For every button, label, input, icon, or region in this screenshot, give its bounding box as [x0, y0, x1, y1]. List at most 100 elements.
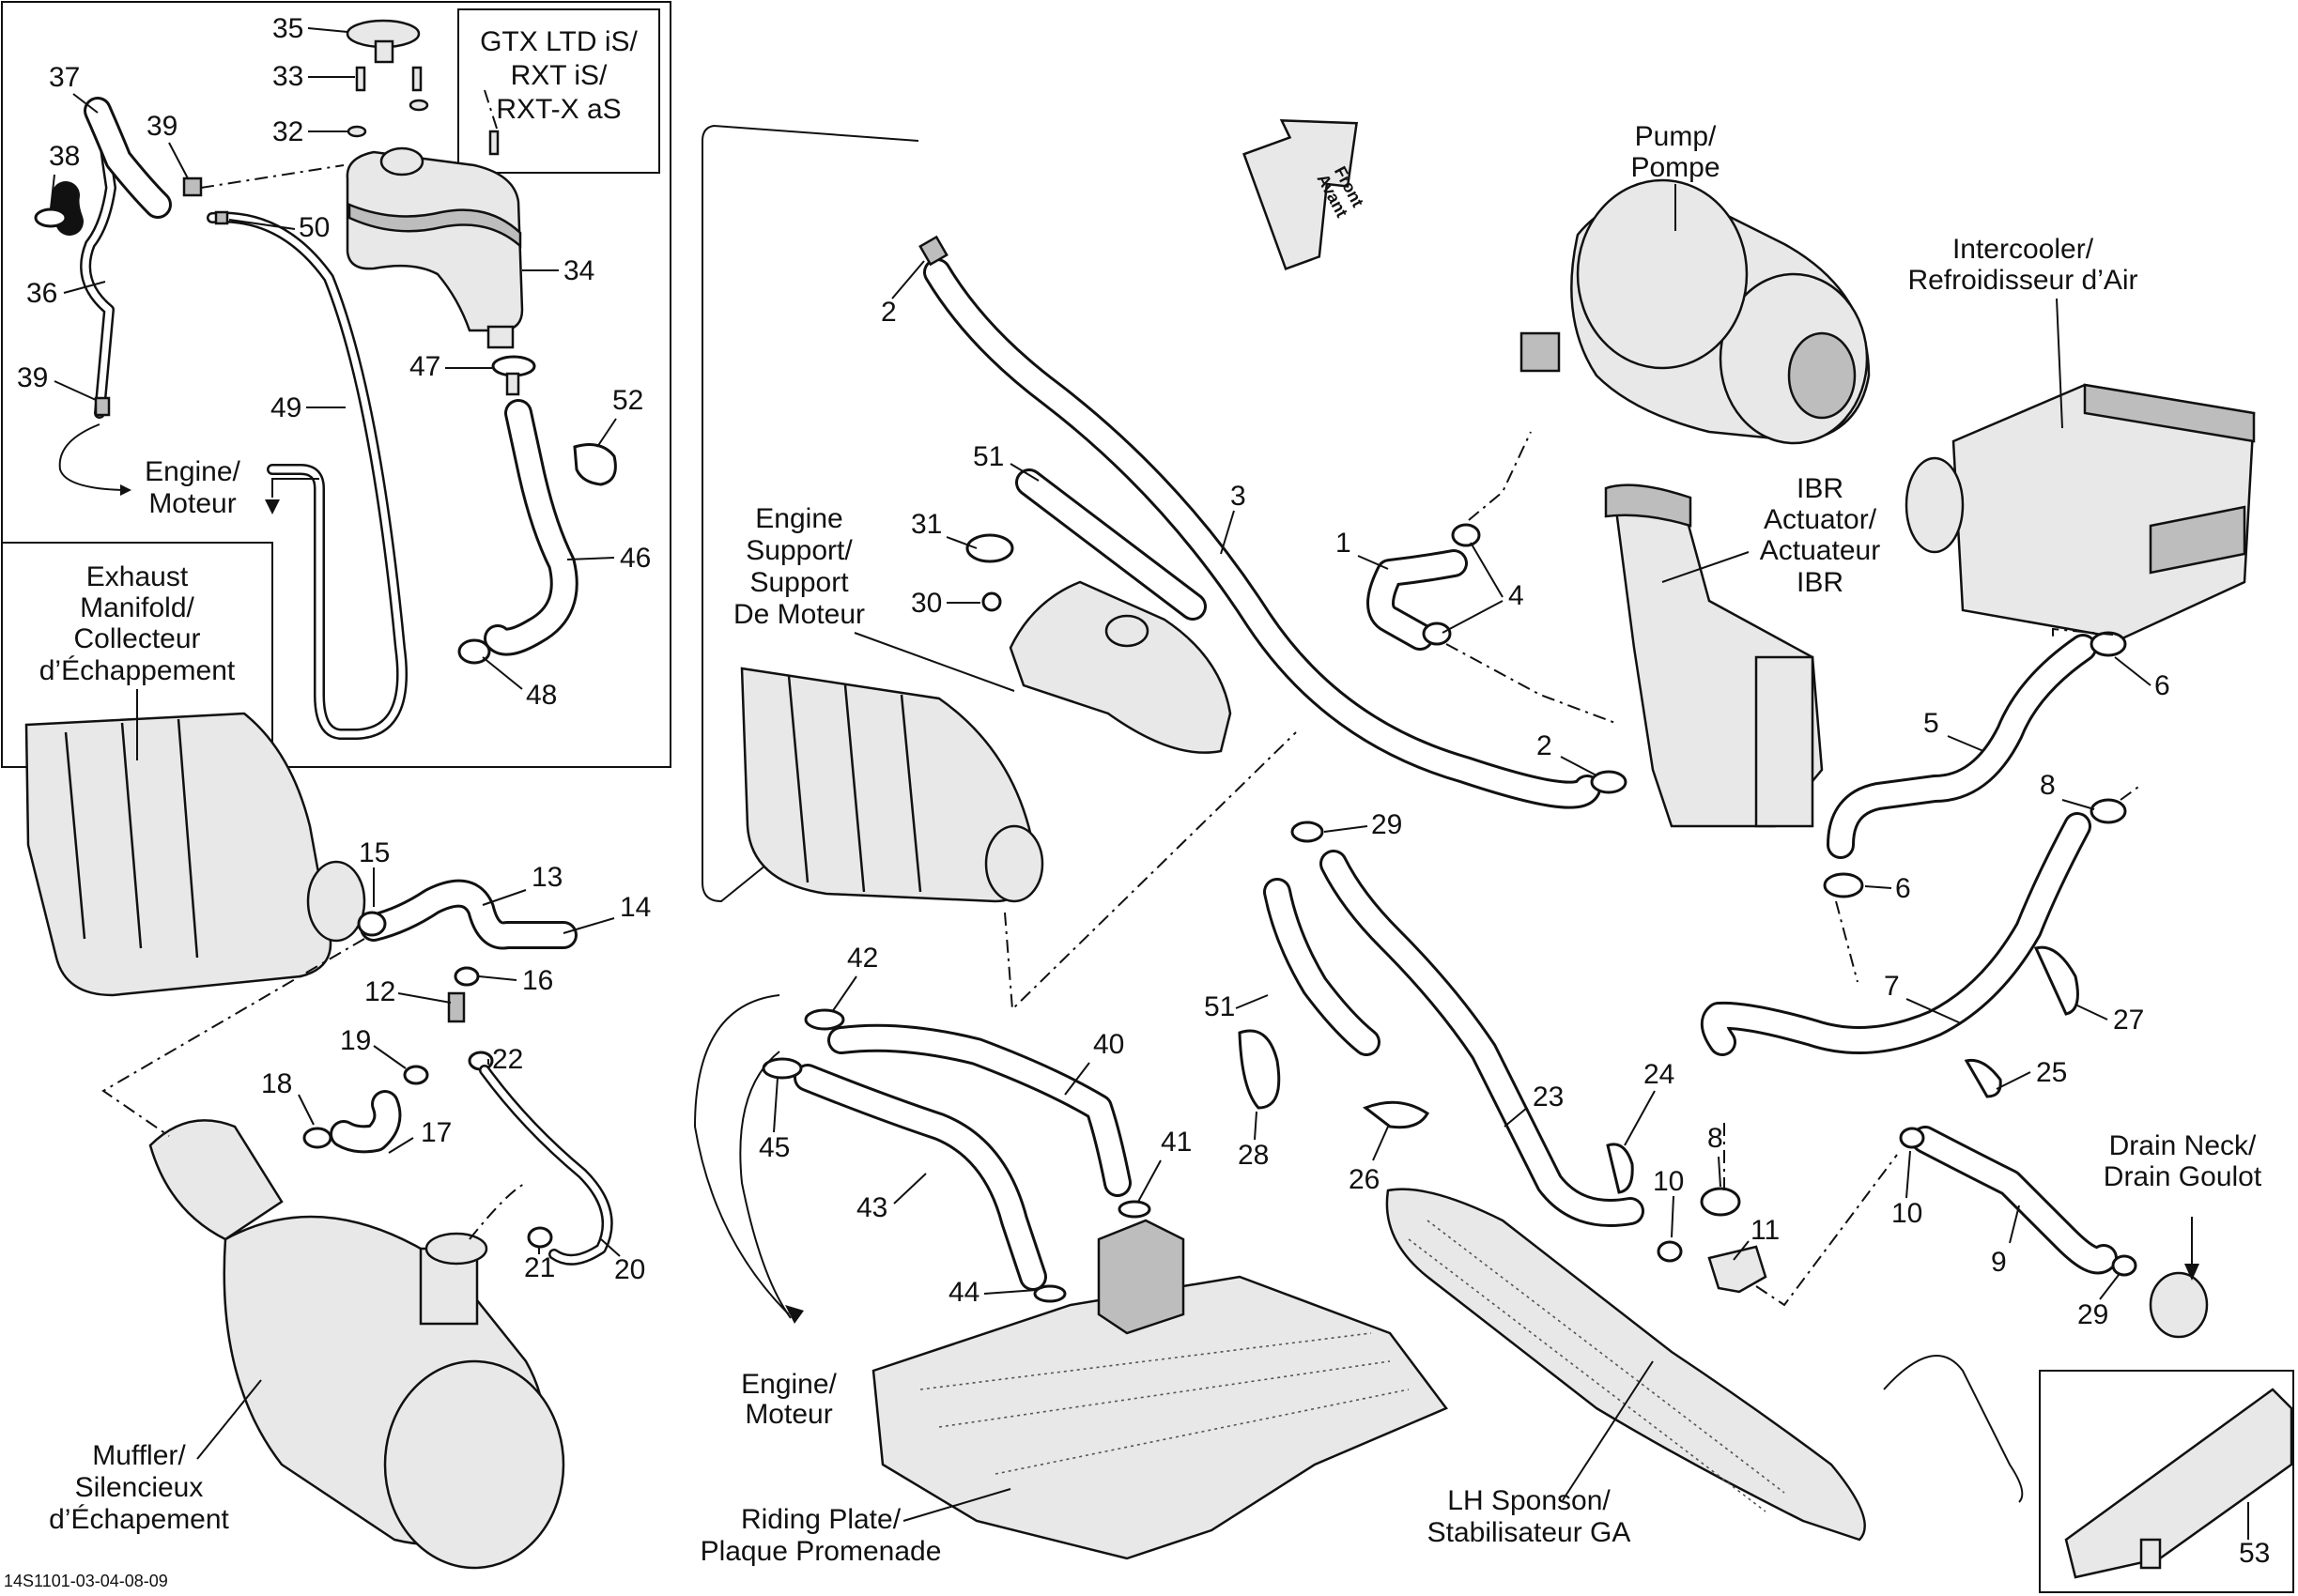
svg-text:Moteur: Moteur	[745, 1399, 832, 1430]
svg-text:Drain Goulot: Drain Goulot	[2104, 1161, 2262, 1192]
caption-engine-a: Engine/ Moteur	[145, 456, 240, 519]
callout-36: 36	[26, 278, 57, 309]
svg-text:Engine/: Engine/	[741, 1369, 837, 1400]
intercooler	[1905, 383, 2256, 640]
svg-text:Silencieux: Silencieux	[75, 1472, 204, 1503]
callout-43: 43	[856, 1192, 887, 1223]
svg-text:De Moteur: De Moteur	[733, 599, 865, 630]
callout-1: 1	[1335, 528, 1351, 559]
callout-37: 37	[49, 62, 80, 93]
caption-engine-support: Engine Support/ Support De Moteur	[733, 503, 1015, 692]
callout-15: 15	[359, 837, 390, 868]
svg-text:IBR: IBR	[1797, 567, 1843, 598]
caption-lh-sponson: LH Sponson/ Stabilisateur GA	[1427, 1360, 1654, 1548]
callout-29b: 29	[2077, 1299, 2108, 1330]
callout-33: 33	[272, 61, 303, 92]
callout-48: 48	[526, 680, 557, 711]
pump	[1519, 178, 1871, 445]
callout-2a: 2	[881, 297, 897, 328]
caption-riding-plate: Riding Plate/ Plaque Promenade	[701, 1488, 1011, 1567]
callout-28: 28	[1238, 1140, 1269, 1171]
lh-sponson	[1385, 1188, 2024, 1542]
sponson-detail	[2064, 1388, 2293, 1579]
svg-text:Engine/: Engine/	[145, 456, 240, 487]
svg-text:Manifold/: Manifold/	[80, 592, 194, 623]
callout-7: 7	[1884, 971, 1900, 1002]
callout-11: 11	[1750, 1215, 1780, 1246]
svg-text:Engine: Engine	[755, 503, 842, 534]
callout-8b: 8	[1707, 1123, 1723, 1154]
callout-20: 20	[614, 1254, 645, 1285]
caption-ibr-actuator: IBR Actuator/ Actuateur IBR	[1661, 473, 1880, 598]
callout-16: 16	[522, 965, 553, 996]
muffler	[148, 1119, 565, 1570]
callout-22: 22	[492, 1044, 523, 1075]
caption-intercooler: Intercooler/ Refroidisseur d’Air	[1907, 234, 2138, 429]
callout-6b: 6	[1895, 873, 1911, 904]
caption-pump: Pump/ Pompe	[1630, 121, 1720, 231]
callout-32: 32	[272, 116, 303, 147]
callout-35: 35	[272, 13, 303, 44]
callout-31: 31	[911, 509, 942, 540]
callout-23: 23	[1533, 1082, 1564, 1113]
svg-text:Moteur: Moteur	[148, 488, 236, 519]
svg-text:d’Échappement: d’Échappement	[39, 655, 236, 686]
callout-40: 40	[1093, 1029, 1124, 1060]
callout-26: 26	[1349, 1164, 1380, 1195]
intercooler-hoses	[1700, 627, 2142, 1098]
caption-model-note: GTX LTD iS/ RXT iS/ RXT-X aS	[480, 26, 638, 125]
callout-39: 39	[147, 111, 177, 142]
callout-41: 41	[1161, 1127, 1192, 1158]
lower-hoses	[693, 821, 2209, 1339]
svg-text:GTX LTD iS/: GTX LTD iS/	[480, 26, 638, 57]
left-small-hoses	[101, 879, 613, 1266]
svg-text:Stabilisateur GA: Stabilisateur GA	[1427, 1517, 1631, 1548]
svg-text:Actuator/: Actuator/	[1764, 504, 1877, 535]
riding-plate	[871, 1219, 1448, 1560]
svg-text:Intercooler/: Intercooler/	[1952, 234, 2094, 265]
callout-47: 47	[409, 351, 440, 382]
coolant-reservoir-group	[34, 19, 617, 740]
svg-text:Riding Plate/: Riding Plate/	[741, 1504, 902, 1535]
callout-6a: 6	[2154, 670, 2170, 701]
callout-52: 52	[612, 385, 643, 416]
model-note-box	[457, 8, 660, 174]
upper-left-panel-frame	[1, 1, 671, 768]
callout-34: 34	[563, 255, 594, 286]
callout-5: 5	[1923, 708, 1939, 739]
svg-text:Drain Neck/: Drain Neck/	[2109, 1130, 2257, 1161]
svg-text:Refroidisseur d’Air: Refroidisseur d’Air	[1907, 265, 2137, 296]
svg-text:Collecteur: Collecteur	[73, 623, 200, 654]
callout-13: 13	[532, 862, 563, 893]
svg-text:Support: Support	[749, 567, 849, 598]
callout-42: 42	[847, 943, 878, 974]
svg-text:Plaque Promenade: Plaque Promenade	[701, 1536, 942, 1567]
callout-10b: 10	[1891, 1198, 1922, 1229]
callout-17: 17	[421, 1117, 452, 1148]
caption-engine-b: Engine/ Moteur	[741, 1369, 837, 1430]
callout-46: 46	[620, 543, 651, 574]
callout-4: 4	[1508, 580, 1524, 611]
caption-exhaust-manifold: Exhaust Manifold/ Collecteur d’Échappeme…	[39, 561, 236, 760]
callout-3: 3	[1230, 481, 1246, 512]
callout-18: 18	[261, 1068, 292, 1099]
callout-25: 25	[2036, 1057, 2067, 1088]
svg-text:RXT iS/: RXT iS/	[511, 60, 608, 91]
callout-39b: 39	[17, 362, 48, 393]
engine-support	[965, 468, 1232, 754]
callout-44: 44	[949, 1277, 979, 1308]
callout-10a: 10	[1653, 1166, 1684, 1197]
caption-drain-neck: Drain Neck/ Drain Goulot	[2104, 1130, 2262, 1192]
callout-21: 21	[524, 1252, 555, 1283]
front-arrow	[1242, 119, 1359, 270]
svg-text:d’Échapement: d’Échapement	[49, 1504, 229, 1535]
callout-53: 53	[2239, 1538, 2270, 1569]
callout-24: 24	[1643, 1059, 1674, 1090]
callout-8a: 8	[2040, 770, 2056, 801]
callout-29a: 29	[1371, 809, 1402, 840]
svg-text:Muffler/: Muffler/	[92, 1440, 186, 1471]
callout-49: 49	[270, 392, 301, 423]
callout-51a: 51	[973, 441, 1004, 472]
callout-numbers: 35 33 32 37 38 39 50 34 36 39 47 52 49 4…	[17, 13, 2270, 1569]
